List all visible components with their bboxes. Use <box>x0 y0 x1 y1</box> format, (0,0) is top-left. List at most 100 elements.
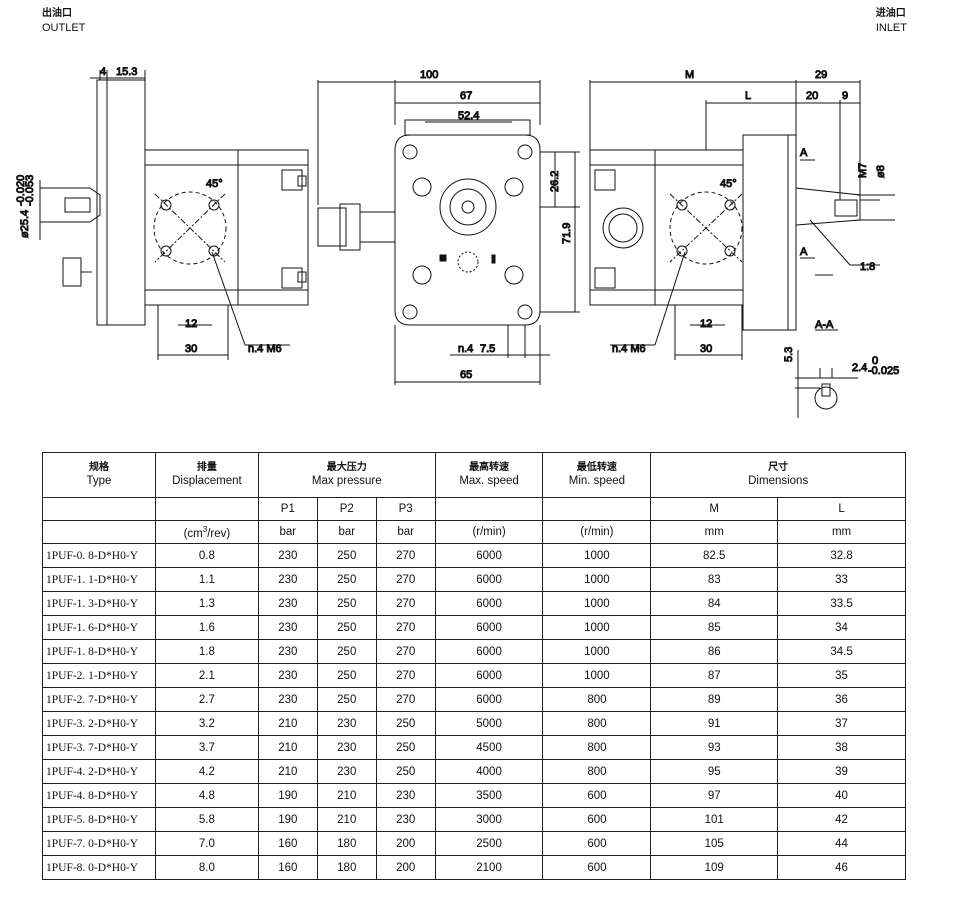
cell-p1: 230 <box>257 663 318 688</box>
cell-type: 1PUF-4. 8-D*H0-Y <box>42 783 156 808</box>
cell-p1: 230 <box>257 591 318 616</box>
cell-p2: 230 <box>316 735 377 760</box>
cell-m: 89 <box>650 687 779 712</box>
cell-mins: 1000 <box>542 615 652 640</box>
cell-m: 101 <box>650 807 779 832</box>
section-a-a-label: A-A <box>815 319 834 331</box>
cell-p1: 230 <box>257 615 318 640</box>
cell-p3: 270 <box>375 567 436 592</box>
cell-l: 42 <box>777 807 906 832</box>
cell-maxs: 6000 <box>434 591 544 616</box>
cell-p1: 190 <box>257 807 318 832</box>
section-mark-a-bottom: A <box>800 246 808 258</box>
n4-mid: n.4 <box>458 343 473 355</box>
cell-disp: 1.3 <box>154 591 259 616</box>
cell-type: 1PUF-8. 0-D*H0-Y <box>42 855 156 880</box>
cell-type: 1PUF-1. 1-D*H0-Y <box>42 567 156 592</box>
cell-type: 1PUF-1. 3-D*H0-Y <box>42 591 156 616</box>
cell-m: 82.5 <box>650 543 779 568</box>
cell-disp: 0.8 <box>154 543 259 568</box>
table-units-row: (cm3/rev) bar bar bar (r/min) (r/min) mm… <box>42 520 906 544</box>
dim-2-4: 2.4 <box>852 362 867 374</box>
outlet-label-cn: 出油口 <box>42 8 72 19</box>
cell-type: 1PUF-3. 7-D*H0-Y <box>42 735 156 760</box>
cell-m: 85 <box>650 615 779 640</box>
cell-mins: 600 <box>542 855 652 880</box>
header-p1: P1 <box>257 497 318 521</box>
section-a-a <box>795 329 858 418</box>
unit-max-speed: (r/min) <box>434 520 544 544</box>
cell-maxs: 3000 <box>434 807 544 832</box>
dim-15-3: 15.3 <box>116 66 137 78</box>
cell-p2: 250 <box>316 543 377 568</box>
cell-l: 40 <box>777 783 906 808</box>
n4m6-right: n.4 M6 <box>612 343 646 355</box>
cell-p3: 270 <box>375 663 436 688</box>
dim-67: 67 <box>460 90 472 102</box>
cell-l: 39 <box>777 759 906 784</box>
unit-p1: bar <box>257 520 318 544</box>
cell-maxs: 3500 <box>434 783 544 808</box>
dim-26-2: 26.2 <box>549 171 561 192</box>
cell-p2: 250 <box>316 567 377 592</box>
cell-m: 87 <box>650 663 779 688</box>
phi25-4-label: ø25.4 <box>19 210 31 238</box>
cell-disp: 3.2 <box>154 711 259 736</box>
right-body-rear <box>589 149 656 306</box>
header-p3: P3 <box>375 497 436 521</box>
cell-p1: 210 <box>257 735 318 760</box>
outlet-label: 出油口 OUTLET <box>42 6 85 35</box>
cell-p3: 200 <box>375 831 436 856</box>
cell-type: 1PUF-4. 2-D*H0-Y <box>42 759 156 784</box>
cell-p3: 270 <box>375 591 436 616</box>
cell-mins: 1000 <box>542 567 652 592</box>
cell-disp: 5.8 <box>154 807 259 832</box>
dim-12-left: 12 <box>185 318 197 330</box>
cell-p3: 200 <box>375 855 436 880</box>
cell-p2: 230 <box>316 759 377 784</box>
cell-m: 86 <box>650 639 779 664</box>
cell-p1: 160 <box>257 855 318 880</box>
cell-mins: 800 <box>542 759 652 784</box>
cell-p2: 250 <box>316 615 377 640</box>
cell-mins: 1000 <box>542 663 652 688</box>
header-l: L <box>777 497 906 521</box>
left-mount-plate <box>96 79 108 326</box>
phi25-tol-upper: -0.020 <box>15 175 27 206</box>
cell-p1: 160 <box>257 831 318 856</box>
cell-p1: 190 <box>257 783 318 808</box>
right-shaft <box>795 187 861 226</box>
cell-mins: 1000 <box>542 639 652 664</box>
dim-65: 65 <box>460 369 472 381</box>
cell-type: 1PUF-0. 8-D*H0-Y <box>42 543 156 568</box>
cell-p3: 270 <box>375 687 436 712</box>
cell-m: 84 <box>650 591 779 616</box>
cell-p2: 250 <box>316 639 377 664</box>
cell-p2: 210 <box>316 783 377 808</box>
cell-p3: 270 <box>375 543 436 568</box>
cell-l: 38 <box>777 735 906 760</box>
cell-maxs: 6000 <box>434 615 544 640</box>
cell-p2: 180 <box>316 855 377 880</box>
cell-p3: 250 <box>375 711 436 736</box>
cell-p2: 180 <box>316 831 377 856</box>
dim-29: 29 <box>815 69 827 81</box>
front-boss <box>439 178 497 236</box>
cell-l: 34 <box>777 615 906 640</box>
dim-2-4-tol-upper: 0 <box>872 355 878 367</box>
table-header-row-2: P1 P2 P3 M L <box>42 497 906 521</box>
cell-disp: 1.8 <box>154 639 259 664</box>
cell-maxs: 5000 <box>434 711 544 736</box>
cell-mins: 600 <box>542 783 652 808</box>
